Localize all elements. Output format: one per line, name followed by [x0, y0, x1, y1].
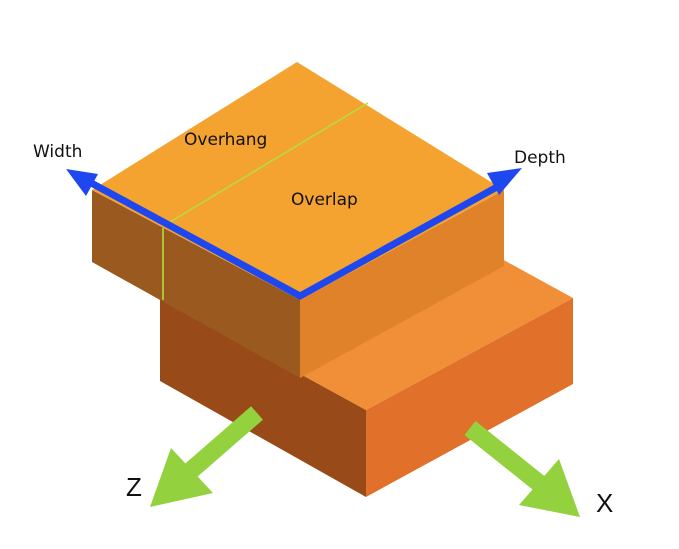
lower-block-right-face: [366, 298, 573, 497]
z-axis-arrow: [150, 406, 263, 507]
depth-arrowhead: [487, 168, 522, 195]
z-axis-label: Z: [126, 472, 142, 502]
overhang-label: Overhang: [184, 130, 267, 150]
x-axis-label: X: [596, 488, 613, 518]
overlap-label: Overlap: [291, 190, 358, 210]
width-label: Width: [33, 142, 82, 162]
width-arrowhead: [66, 169, 98, 196]
upper-block-right-face: [300, 190, 504, 378]
width-depth-arrow-line: [80, 174, 508, 300]
x-axis-arrow: [464, 420, 580, 517]
upper-block-left-face: [92, 190, 300, 378]
depth-label: Depth: [514, 148, 566, 168]
overhang-divider-top: [169, 102, 369, 223]
lower-block-left-face: [160, 297, 366, 497]
